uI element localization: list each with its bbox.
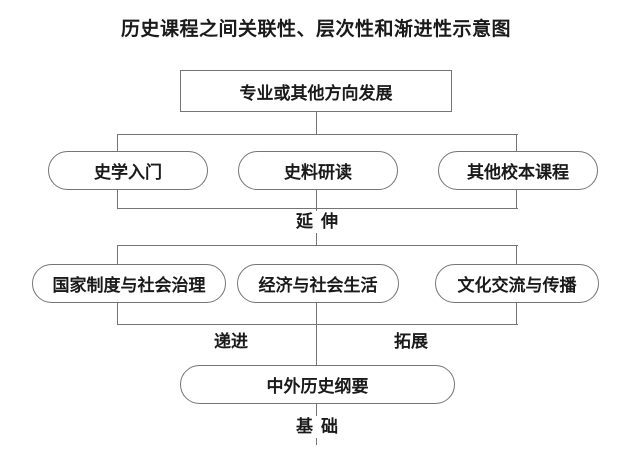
bracket-selective-bottom-bar	[117, 324, 518, 326]
node-shiliao-yandu[interactable]: 史料研读	[238, 151, 398, 190]
node-label: 史料研读	[284, 163, 352, 183]
node-label: 中外历史纲要	[266, 377, 369, 397]
bracket-extension-bottom-bar	[117, 208, 518, 210]
bracket-selective-bottom-right-riser	[516, 286, 518, 325]
bracket-extension-bottom-left-riser	[117, 172, 119, 209]
bracket-selective-top-bar	[117, 245, 518, 247]
relation-label-extension-right: 伸	[317, 211, 378, 233]
connector-top-to-extension	[316, 111, 318, 134]
connector-selective-to-base	[316, 303, 318, 366]
node-label: 经济与社会生活	[258, 276, 378, 296]
diagram-title: 历史课程之间关联性、层次性和渐进性示意图	[120, 18, 511, 40]
node-label: 国家制度与社会治理	[52, 276, 206, 296]
node-professional-development[interactable]: 专业或其他方向发展	[180, 70, 452, 112]
bracket-extension-bottom-right-riser	[516, 172, 518, 209]
node-label: 史学入门	[94, 163, 162, 183]
node-shixue-rumen[interactable]: 史学入门	[48, 151, 208, 190]
relation-label-foundation-right: 础	[317, 416, 378, 438]
relation-label-foundation-left: 基	[256, 416, 317, 438]
relation-label-foundation: 基 础	[256, 416, 378, 438]
relation-label-extension-left: 延	[256, 211, 317, 233]
bracket-extension-top-bar	[117, 134, 518, 136]
node-label: 其他校本课程	[467, 163, 569, 183]
node-chinese-world-history-outline[interactable]: 中外历史纲要	[180, 365, 455, 404]
node-state-system-social-governance[interactable]: 国家制度与社会治理	[32, 264, 226, 303]
relation-label-progressive: 递进	[190, 331, 272, 353]
node-cultural-exchange-transmission[interactable]: 文化交流与传播	[435, 264, 599, 303]
relation-label-expansion: 拓展	[370, 331, 452, 353]
relation-label-extension: 延 伸	[256, 211, 378, 233]
node-label: 文化交流与传播	[457, 276, 577, 296]
node-label: 专业或其他方向发展	[239, 83, 393, 104]
node-economy-social-life[interactable]: 经济与社会生活	[237, 264, 399, 303]
node-other-school-courses[interactable]: 其他校本课程	[438, 151, 598, 190]
bracket-selective-bottom-left-riser	[117, 286, 119, 325]
